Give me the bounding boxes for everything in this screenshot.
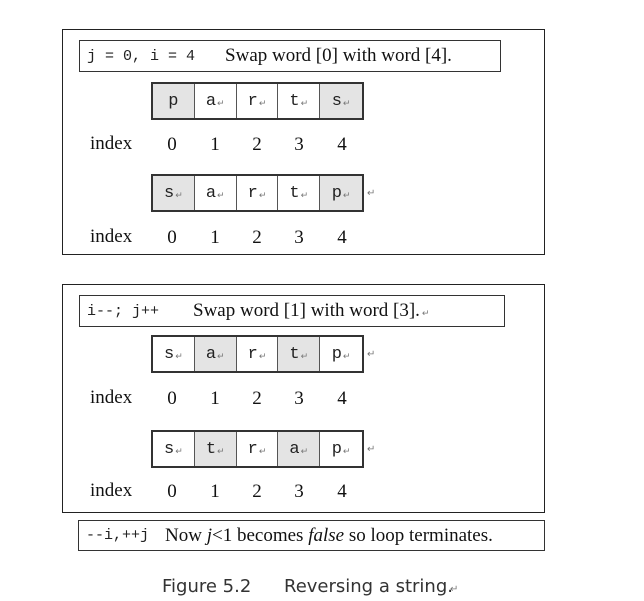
index-number: 2 xyxy=(252,134,262,155)
array-cell: p↵ xyxy=(320,337,362,371)
index-number: 1 xyxy=(210,134,220,155)
array-before-swap-2: s↵ a↵ r↵ t↵ p↵ xyxy=(151,335,364,373)
paragraph-mark-icon: ↵ xyxy=(342,352,351,362)
paragraph-mark-icon: ↵ xyxy=(300,191,309,201)
array-cell: s↵ xyxy=(153,337,195,371)
array-cell: s↵ xyxy=(153,432,195,466)
array-cell: a↵ xyxy=(194,84,237,118)
paragraph-mark-icon: ↵ xyxy=(421,309,430,319)
paragraph-mark-icon: ↵ xyxy=(300,99,309,109)
index-number: 2 xyxy=(252,388,262,409)
array-after-swap-1: s↵ a↵ r↵ t↵ p↵ xyxy=(151,174,364,212)
index-number: 0 xyxy=(167,227,177,248)
array-cell: r↵ xyxy=(236,337,279,371)
panel-swap-0-4: j = 0, i = 4 Swap word [0] with word [4]… xyxy=(62,29,545,255)
array-cell: p xyxy=(153,84,195,118)
paragraph-mark-icon: ↵ xyxy=(367,444,376,455)
array-cell: p↵ xyxy=(320,176,362,210)
array-cell: t↵ xyxy=(278,176,321,210)
array-cell: a↵ xyxy=(194,176,237,210)
array-cell: r↵ xyxy=(236,84,279,118)
figure-title: Reversing a string. xyxy=(284,576,453,597)
array-cell: p↵ xyxy=(320,432,362,466)
index-number: 0 xyxy=(167,134,177,155)
step-code: j = 0, i = 4 xyxy=(87,47,196,65)
index-number: 4 xyxy=(337,227,347,248)
index-number: 2 xyxy=(252,227,262,248)
paragraph-mark-icon: ↵ xyxy=(217,99,225,109)
index-label: index xyxy=(90,133,133,154)
paragraph-mark-icon: ↵ xyxy=(450,584,459,595)
paragraph-mark-icon: ↵ xyxy=(175,352,183,362)
paragraph-mark-icon: ↵ xyxy=(258,99,267,109)
paragraph-mark-icon: ↵ xyxy=(367,349,376,360)
index-number: 3 xyxy=(294,481,304,502)
panel-swap-1-3: i--; j++ Swap word [1] with word [3]. ↵ xyxy=(62,284,545,513)
index-label: index xyxy=(90,480,133,501)
index-number: 0 xyxy=(167,481,177,502)
index-number: 2 xyxy=(252,481,262,502)
array-cell: t↵ xyxy=(278,337,321,371)
index-number: 0 xyxy=(167,388,177,409)
array-after-swap-2: s↵ t↵ r↵ a↵ p↵ xyxy=(151,430,364,468)
paragraph-mark-icon: ↵ xyxy=(300,352,309,362)
index-number: 1 xyxy=(210,388,220,409)
termination-box: --i,++j Now j<1 becomes false so loop te… xyxy=(78,520,545,551)
index-number: 1 xyxy=(210,227,220,248)
index-number: 4 xyxy=(337,134,347,155)
index-number: 3 xyxy=(294,388,304,409)
array-cell: s↵ xyxy=(320,84,362,118)
paragraph-mark-icon: ↵ xyxy=(342,191,351,201)
paragraph-mark-icon: ↵ xyxy=(175,447,183,457)
array-cell: s↵ xyxy=(153,176,195,210)
array-cell: r↵ xyxy=(236,432,279,466)
index-label: index xyxy=(90,226,133,247)
figure-number: Figure 5.2 xyxy=(162,576,252,597)
step-code: i--; j++ xyxy=(87,302,160,320)
array-cell: t↵ xyxy=(194,432,237,466)
paragraph-mark-icon: ↵ xyxy=(217,447,225,457)
step-caption-box: j = 0, i = 4 Swap word [0] with word [4]… xyxy=(79,40,501,72)
step-description: Swap word [0] with word [4]. xyxy=(225,45,452,66)
paragraph-mark-icon: ↵ xyxy=(258,352,267,362)
paragraph-mark-icon: ↵ xyxy=(175,191,183,201)
step-description: Swap word [1] with word [3]. xyxy=(193,300,420,321)
paragraph-mark-icon: ↵ xyxy=(367,188,376,199)
array-cell: a↵ xyxy=(278,432,321,466)
step-caption-box: i--; j++ Swap word [1] with word [3]. ↵ xyxy=(79,295,505,327)
index-number: 3 xyxy=(294,227,304,248)
paragraph-mark-icon: ↵ xyxy=(342,447,351,457)
termination-code: --i,++j xyxy=(86,527,150,544)
array-cell: t↵ xyxy=(278,84,321,118)
array-cell: a↵ xyxy=(194,337,237,371)
paragraph-mark-icon: ↵ xyxy=(258,191,267,201)
paragraph-mark-icon: ↵ xyxy=(217,191,225,201)
paragraph-mark-icon: ↵ xyxy=(300,447,309,457)
paragraph-mark-icon: ↵ xyxy=(342,99,351,109)
array-cell: r↵ xyxy=(236,176,279,210)
index-label: index xyxy=(90,387,133,408)
index-number: 4 xyxy=(337,388,347,409)
paragraph-mark-icon: ↵ xyxy=(217,352,225,362)
termination-text: Now j<1 becomes false so loop terminates… xyxy=(165,524,493,546)
paragraph-mark-icon: ↵ xyxy=(258,447,267,457)
array-before-swap-1: p a↵ r↵ t↵ s↵ xyxy=(151,82,364,120)
index-number: 4 xyxy=(337,481,347,502)
index-number: 1 xyxy=(210,481,220,502)
index-number: 3 xyxy=(294,134,304,155)
